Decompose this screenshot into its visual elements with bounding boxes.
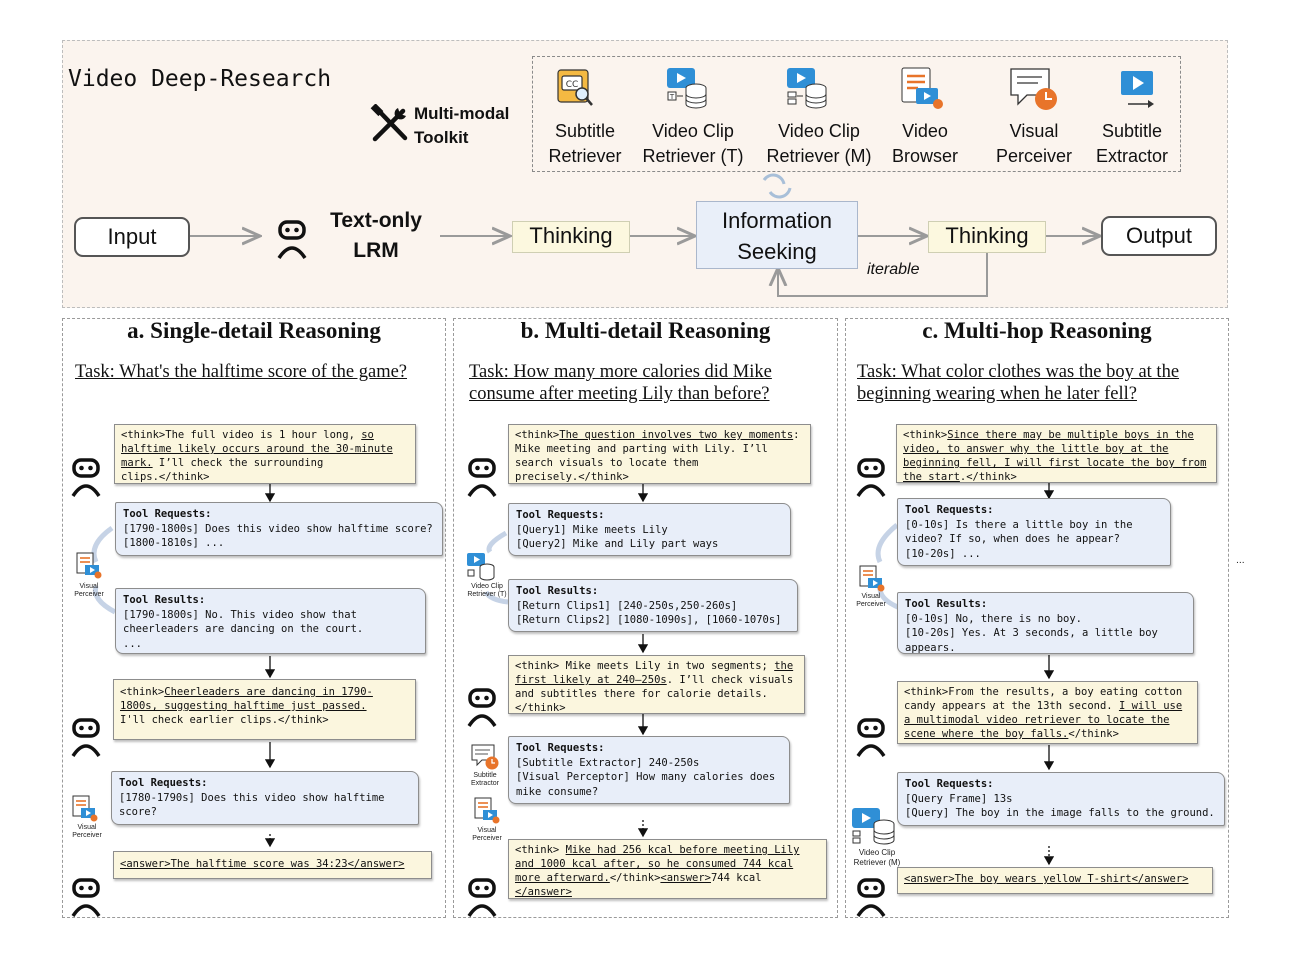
- visual-perceiver-icon: [859, 565, 885, 592]
- video-browser-icon: [901, 67, 943, 109]
- visual-perceiver-icon: [76, 552, 102, 579]
- robot-icon: [467, 878, 497, 918]
- tool-requests-card: Tool Requests: [1790-1800s] Does this vi…: [115, 502, 443, 556]
- subtitle-extractor-icon: [471, 744, 499, 770]
- panel-multi-detail: [453, 318, 838, 918]
- panel-c-task: Task: What color clothes was the boy at …: [857, 362, 1180, 404]
- visual-perceiver-icon: [474, 797, 500, 824]
- think-card: <think>The full video is 1 hour long, so…: [114, 424, 416, 484]
- wrench-hammer-icon: [370, 104, 408, 142]
- tool-results-card: Tool Results: [0-10s] No, there is no bo…: [897, 592, 1194, 654]
- panel-a-task: Task: What's the halftime score of the g…: [75, 362, 408, 382]
- panel-single-detail: [62, 318, 446, 918]
- panel-c-title: c. Multi-hop Reasoning: [922, 318, 1152, 343]
- tool-results-card: Tool Results: [1790-1800s] No. This vide…: [115, 588, 426, 654]
- tool-results-card: Tool Results: [Return Clips1] [240-250s,…: [508, 579, 798, 632]
- think-card: <think> Mike meets Lily in two segments;…: [508, 655, 805, 714]
- answer-card: <answer>The boy wears yellow T-shirt</an…: [897, 867, 1213, 894]
- tool-requests-card: Tool Requests: [0-10s] Is there a little…: [897, 498, 1171, 566]
- robot-icon: [467, 458, 497, 498]
- robot-icon: [71, 458, 101, 498]
- thinking-box-1: Thinking: [512, 221, 630, 253]
- panel-a-title: a. Single-detail Reasoning: [127, 318, 381, 343]
- robot-icon: [467, 688, 497, 728]
- tool-requests-card: Tool Requests: [Query1] Mike meets Lily …: [508, 503, 791, 556]
- visual-perceiver-icon: [1010, 68, 1057, 110]
- svg-text:CC: CC: [566, 80, 579, 90]
- flow-arrows: [190, 173, 1293, 297]
- input-box: Input: [74, 217, 190, 257]
- panel-b-title: b. Multi-detail Reasoning: [520, 318, 771, 343]
- think-card: <think>The question involves two key mom…: [508, 424, 811, 484]
- robot-icon: [856, 718, 886, 758]
- robot-icon: [856, 878, 886, 918]
- ellipsis: ...: [1236, 556, 1245, 566]
- robot-icon: [71, 718, 101, 758]
- panel-multi-hop: [845, 318, 1229, 918]
- toolkit-label: Multi-modal Toolkit: [414, 104, 510, 147]
- svg-text:T: T: [669, 93, 675, 101]
- tool-requests-card: Tool Requests: [Query Frame] 13s [Query]…: [897, 772, 1225, 826]
- subtitle-retriever-icon: CC: [557, 69, 593, 106]
- video-clip-retriever-t-icon: T: [667, 68, 707, 109]
- thinking-box-2: Thinking: [928, 221, 1046, 253]
- think-card: <think>Cheerleaders are dancing in 1790-…: [113, 679, 416, 740]
- robot-icon: [277, 220, 307, 260]
- output-box: Output: [1101, 216, 1217, 256]
- video-clip-retriever-m-icon: [852, 808, 895, 845]
- iterable-label: iterable: [867, 261, 920, 278]
- think-card: <think>Since there may be multiple boys …: [896, 424, 1217, 483]
- video-clip-retriever-t-icon: [467, 553, 495, 581]
- answer-card: <answer>The halftime score was 34:23</an…: [113, 851, 432, 879]
- think-card: <think>From the results, a boy eating co…: [897, 681, 1198, 744]
- robot-icon: [71, 878, 101, 918]
- subtitle-extractor-icon: [1121, 71, 1154, 108]
- tool-requests-card: Tool Requests: [Subtitle Extractor] 240-…: [508, 736, 790, 804]
- video-clip-retriever-m-icon: [787, 68, 827, 109]
- answer-card: <think> Mike had 256 kcal before meeting…: [508, 839, 827, 899]
- toolkit-box: [532, 56, 1181, 172]
- figure-title: Video Deep-Research: [68, 66, 332, 92]
- visual-perceiver-icon: [72, 795, 98, 822]
- robot-icon: [856, 458, 886, 498]
- tool-requests-card: Tool Requests: [1780-1790s] Does this vi…: [111, 771, 419, 825]
